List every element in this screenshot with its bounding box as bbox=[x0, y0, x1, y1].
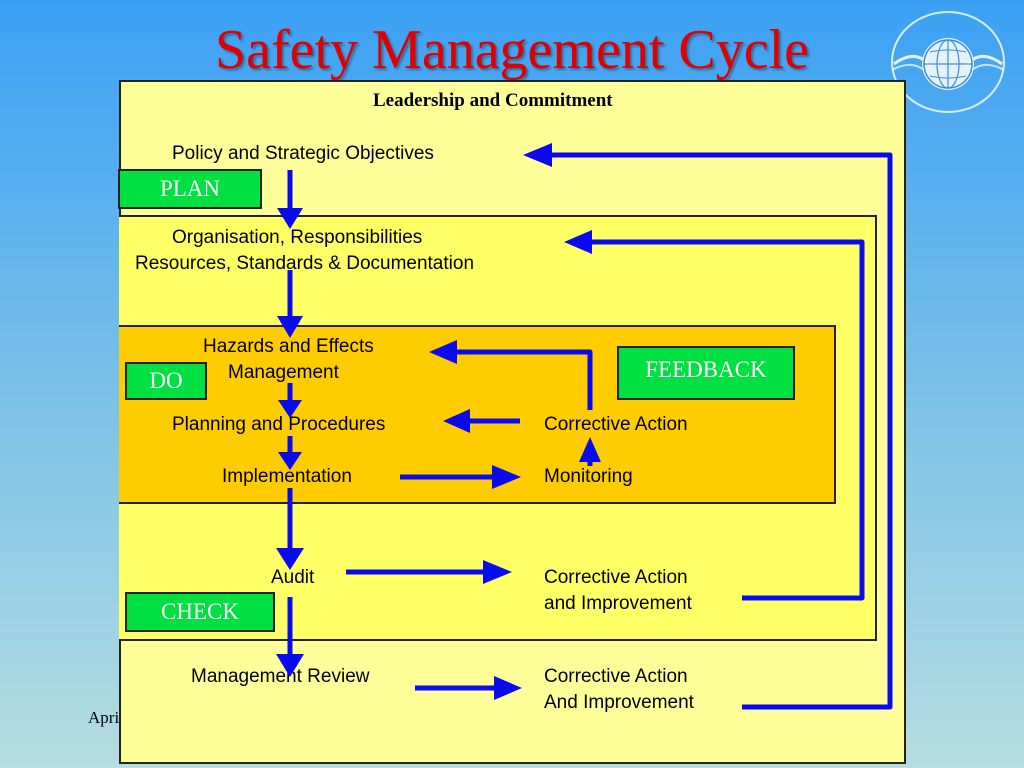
icao-logo-icon bbox=[891, 11, 1005, 113]
feedback-tag: FEEDBACK bbox=[617, 346, 795, 400]
planning-label: Planning and Procedures bbox=[172, 414, 386, 435]
plan-tag: PLAN bbox=[118, 169, 262, 209]
hazards-label: Hazards and Effects bbox=[203, 336, 374, 357]
arrow-loop-organisation bbox=[590, 239, 865, 601]
slide-title: Safety Management Cycle bbox=[214, 19, 809, 81]
policy-label: Policy and Strategic Objectives bbox=[172, 143, 434, 164]
arrow-loop-policy bbox=[550, 152, 893, 710]
audit-improvement-label: and Improvement bbox=[544, 593, 692, 614]
organisation-label: Organisation, Responsibilities bbox=[172, 227, 423, 248]
audit-corrective-label: Corrective Action bbox=[544, 567, 688, 588]
do-tag: DO bbox=[125, 362, 207, 400]
review-corrective-label: Corrective Action bbox=[544, 666, 688, 687]
footer-date: April bbox=[88, 708, 120, 727]
hazards-management-label: Management bbox=[228, 362, 339, 383]
review-improvement-label: And Improvement bbox=[544, 692, 694, 713]
resources-label: Resources, Standards & Documentation bbox=[135, 253, 475, 274]
implementation-label: Implementation bbox=[222, 466, 352, 487]
management-review-label: Management Review bbox=[191, 666, 370, 687]
corrective-action-label: Corrective Action bbox=[544, 414, 688, 435]
audit-label: Audit bbox=[271, 567, 315, 588]
leadership-label: Leadership and Commitment bbox=[373, 90, 613, 111]
arrow-feedback-hazards bbox=[455, 349, 593, 410]
monitoring-label: Monitoring bbox=[544, 466, 633, 487]
check-tag: CHECK bbox=[125, 592, 275, 632]
